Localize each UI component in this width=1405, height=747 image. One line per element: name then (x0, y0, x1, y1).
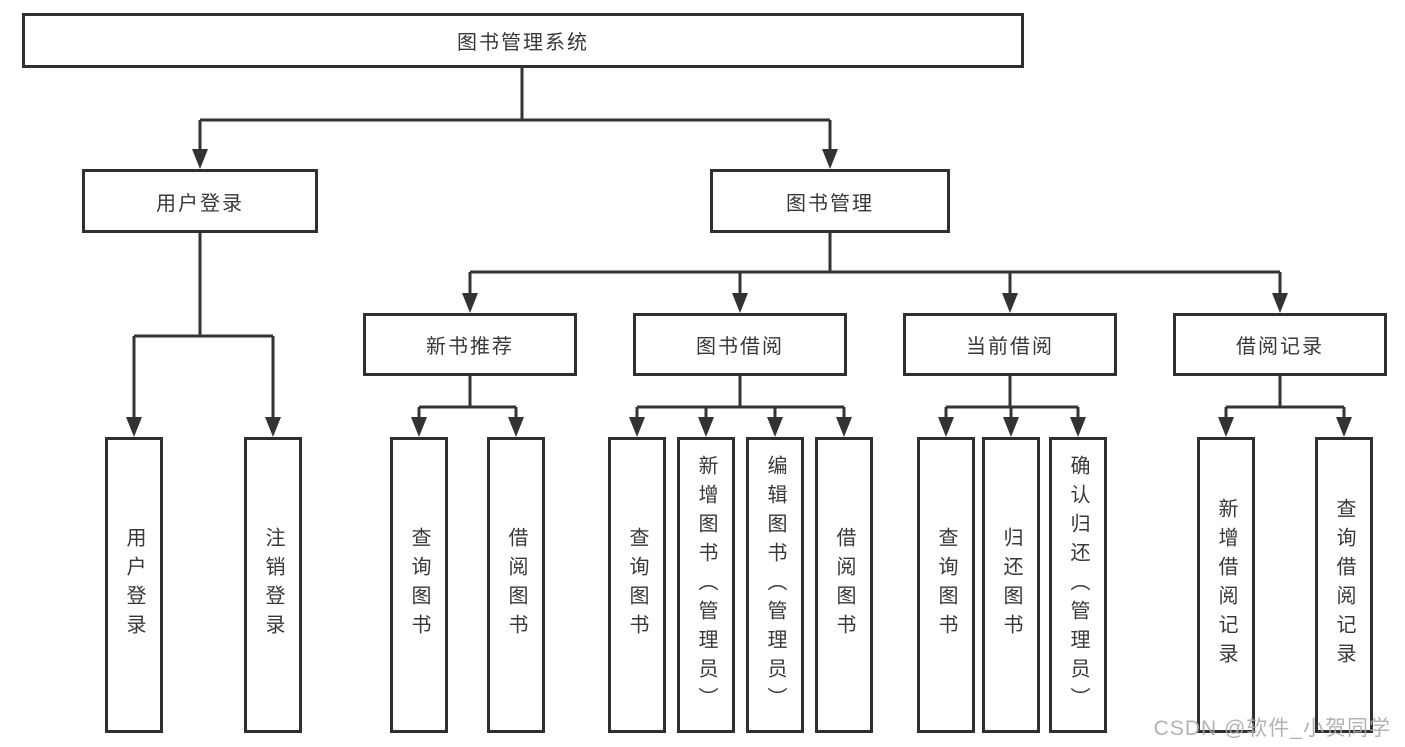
arrowhead-down-icon (265, 417, 281, 437)
leaf-user-login: 用户登录 (105, 437, 163, 733)
node-book-management: 图书管理 (710, 169, 950, 233)
csdn-watermark: CSDN @软件_小贺同学 (1153, 717, 1391, 740)
arrowhead-down-icon (698, 417, 714, 437)
node-user-login: 用户登录 (82, 169, 318, 233)
leaf-borrow-add-books-admin: 新增图书（管理员） (677, 437, 735, 733)
node-user-login-label: 用户登录 (156, 192, 244, 215)
arrowhead-down-icon (836, 417, 852, 437)
leaf-borrow-edit-books-admin-label: 编辑图书（管理员） (764, 454, 786, 716)
leaf-borrow-borrow-books-label: 借阅图书 (833, 527, 855, 643)
arrowhead-down-icon (1272, 293, 1288, 313)
arrowhead-down-icon (1002, 293, 1018, 313)
arrowhead-down-icon (1003, 417, 1019, 437)
arrowhead-down-icon (411, 417, 427, 437)
arrowhead-down-icon (629, 417, 645, 437)
node-root: 图书管理系统 (22, 13, 1024, 68)
node-root-label: 图书管理系统 (457, 32, 589, 54)
leaf-current-query-books-label: 查询图书 (935, 527, 957, 643)
leaf-current-return-books: 归还图书 (982, 437, 1040, 733)
node-borrow-records: 借阅记录 (1173, 313, 1387, 376)
leaf-user-login-label: 用户登录 (123, 527, 145, 643)
node-book-borrow: 图书借阅 (633, 313, 847, 376)
node-current-borrow: 当前借阅 (903, 313, 1117, 376)
arrowhead-down-icon (462, 293, 478, 313)
arrowhead-down-icon (767, 417, 783, 437)
arrowhead-down-icon (1218, 417, 1234, 437)
leaf-current-return-books-label: 归还图书 (1000, 527, 1022, 643)
leaf-newrec-query-books-label: 查询图书 (408, 527, 430, 643)
arrowhead-down-icon (126, 417, 142, 437)
node-book-borrow-label: 图书借阅 (696, 336, 784, 358)
arrowhead-down-icon (822, 149, 838, 169)
arrowhead-down-icon (1336, 417, 1352, 437)
node-current-borrow-label: 当前借阅 (966, 336, 1054, 358)
leaf-borrow-edit-books-admin: 编辑图书（管理员） (746, 437, 804, 733)
node-borrow-records-label: 借阅记录 (1236, 336, 1324, 358)
leaf-borrow-add-books-admin-label: 新增图书（管理员） (695, 454, 717, 716)
leaf-records-query-record-label: 查询借阅记录 (1333, 498, 1355, 672)
arrowhead-down-icon (508, 417, 524, 437)
leaf-records-add-record-label: 新增借阅记录 (1215, 498, 1237, 672)
leaf-newrec-borrow-books-label: 借阅图书 (505, 527, 527, 643)
leaf-records-add-record: 新增借阅记录 (1197, 437, 1255, 733)
node-new-book-recommend: 新书推荐 (363, 313, 577, 376)
arrowhead-down-icon (938, 417, 954, 437)
leaf-current-confirm-return-admin-label: 确认归还（管理员） (1067, 454, 1089, 716)
leaf-borrow-query-books: 查询图书 (608, 437, 666, 733)
arrowhead-down-icon (192, 149, 208, 169)
leaf-logout-label: 注销登录 (262, 527, 284, 643)
leaf-borrow-borrow-books: 借阅图书 (815, 437, 873, 733)
leaf-borrow-query-books-label: 查询图书 (626, 527, 648, 643)
leaf-newrec-query-books: 查询图书 (390, 437, 448, 733)
leaf-records-query-record: 查询借阅记录 (1315, 437, 1373, 733)
leaf-logout: 注销登录 (244, 437, 302, 733)
leaf-newrec-borrow-books: 借阅图书 (487, 437, 545, 733)
arrowhead-down-icon (1070, 417, 1086, 437)
leaf-current-query-books: 查询图书 (917, 437, 975, 733)
arrowhead-down-icon (732, 293, 748, 313)
node-book-management-label: 图书管理 (786, 192, 874, 215)
leaf-current-confirm-return-admin: 确认归还（管理员） (1049, 437, 1107, 733)
node-new-book-recommend-label: 新书推荐 (426, 336, 514, 358)
